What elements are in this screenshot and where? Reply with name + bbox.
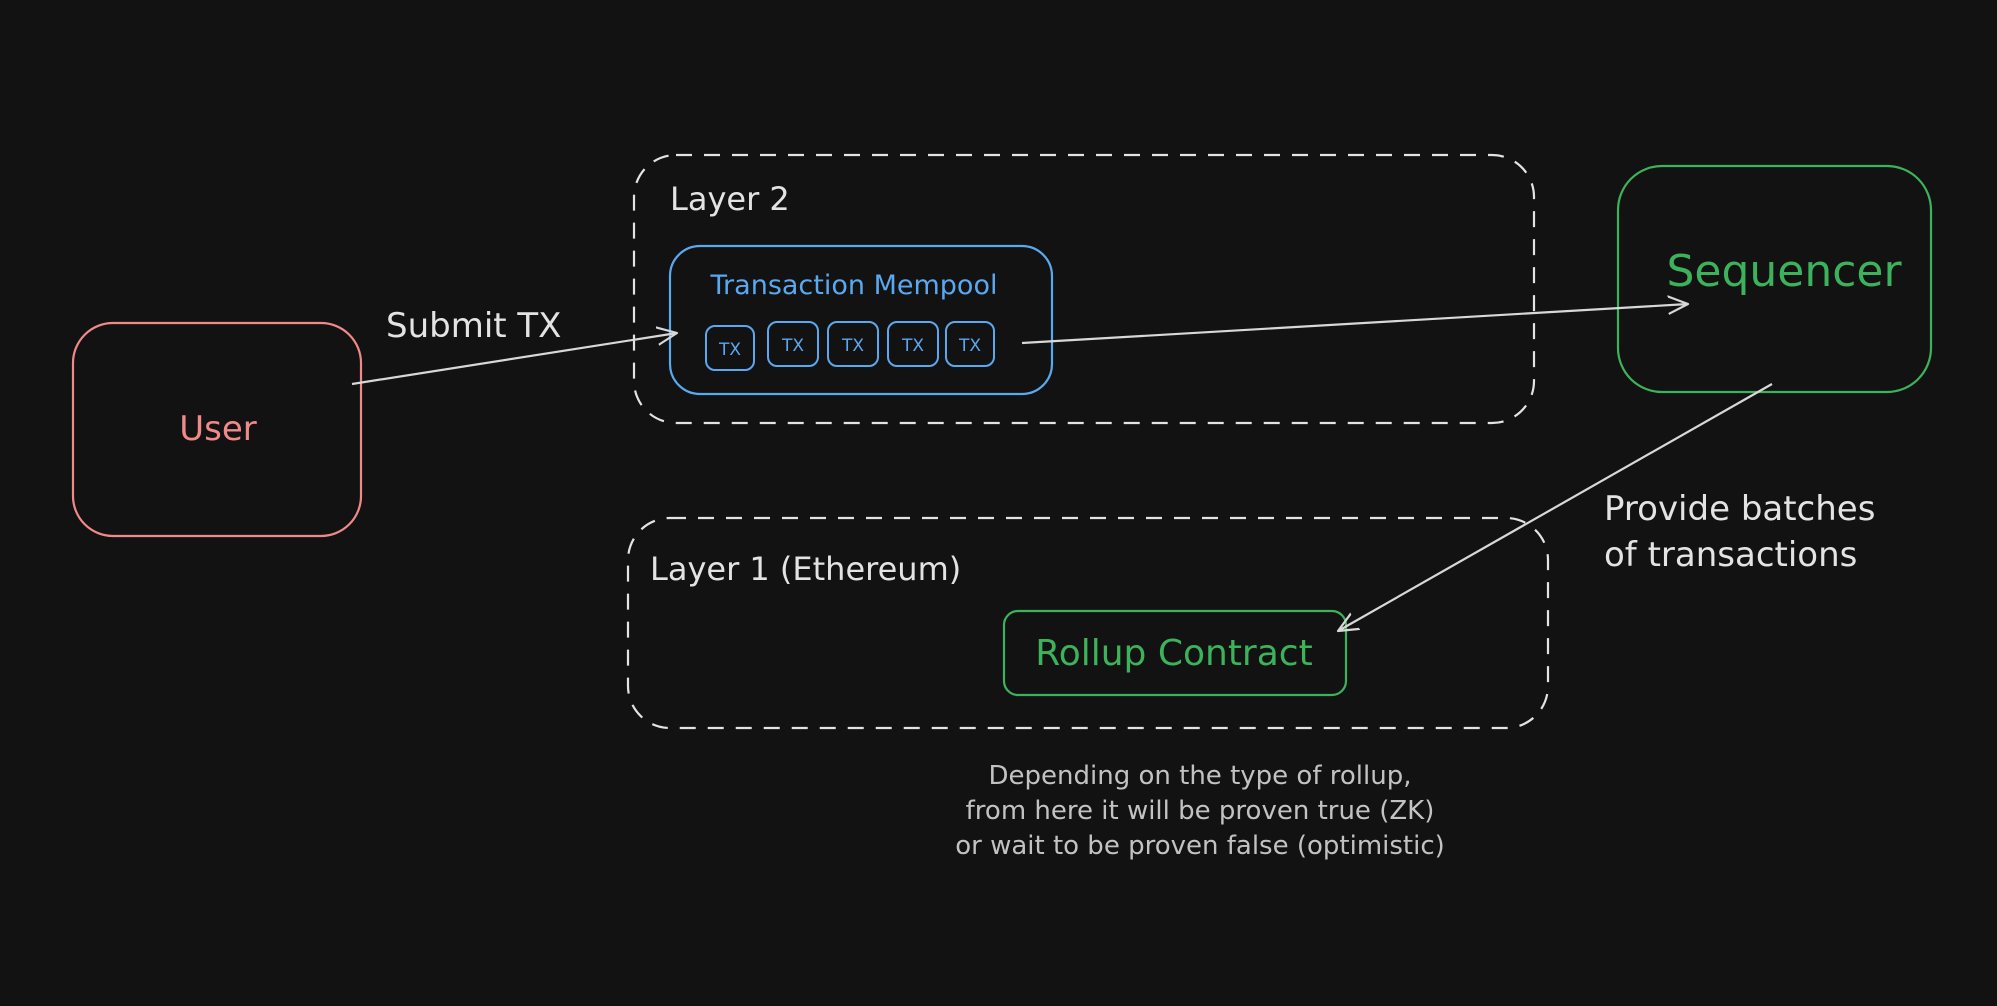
tx-item: TX [945,321,995,367]
tx-item-label: TX [958,336,981,356]
tx-item: TX [827,321,879,367]
edge-provide-batches: Provide batches of transactions [1338,383,1875,631]
rollup-contract-label: Rollup Contract [1035,633,1312,674]
sequencer-to-contract-arrow [1338,383,1773,631]
note-line-3: or wait to be proven false (optimistic) [955,831,1445,861]
tx-item-label: TX [718,340,741,360]
note-line-1: Depending on the type of rollup, [989,761,1412,791]
layer2-container: Layer 2 [632,153,1536,425]
submit-tx-arrow [351,333,677,386]
rollup-contract-node: Rollup Contract [1002,609,1348,697]
edge-mempool-to-sequencer [1021,304,1688,345]
user-node: User [71,321,363,538]
edge-submit-tx: Submit TX [351,306,677,386]
rollup-note: Depending on the type of rollup, from he… [955,761,1445,861]
layer2-label: Layer 2 [670,180,790,218]
note-line-2: from here it will be proven true (ZK) [966,796,1435,826]
tx-item: TX [887,321,939,367]
tx-item-label: TX [841,336,864,356]
layer1-label: Layer 1 (Ethereum) [650,550,961,588]
sequencer-label: Sequencer [1666,246,1902,297]
provide-batches-label-line-2: of transactions [1604,535,1857,575]
tx-item-label: TX [901,336,924,356]
mempool-label: Transaction Mempool [710,270,998,301]
tx-item: TX [767,321,819,367]
submit-tx-label: Submit TX [386,306,561,346]
tx-item-label: TX [781,336,804,356]
layer1-container: Layer 1 (Ethereum) [626,516,1550,730]
provide-batches-label-line-1: Provide batches [1604,489,1875,529]
tx-item: TX [705,325,755,371]
mempool-node: Transaction Mempool TX TX TX TX TX [668,244,1054,396]
user-label: User [179,409,257,449]
mempool-to-sequencer-arrow [1021,304,1688,345]
sequencer-node: Sequencer [1616,164,1933,394]
